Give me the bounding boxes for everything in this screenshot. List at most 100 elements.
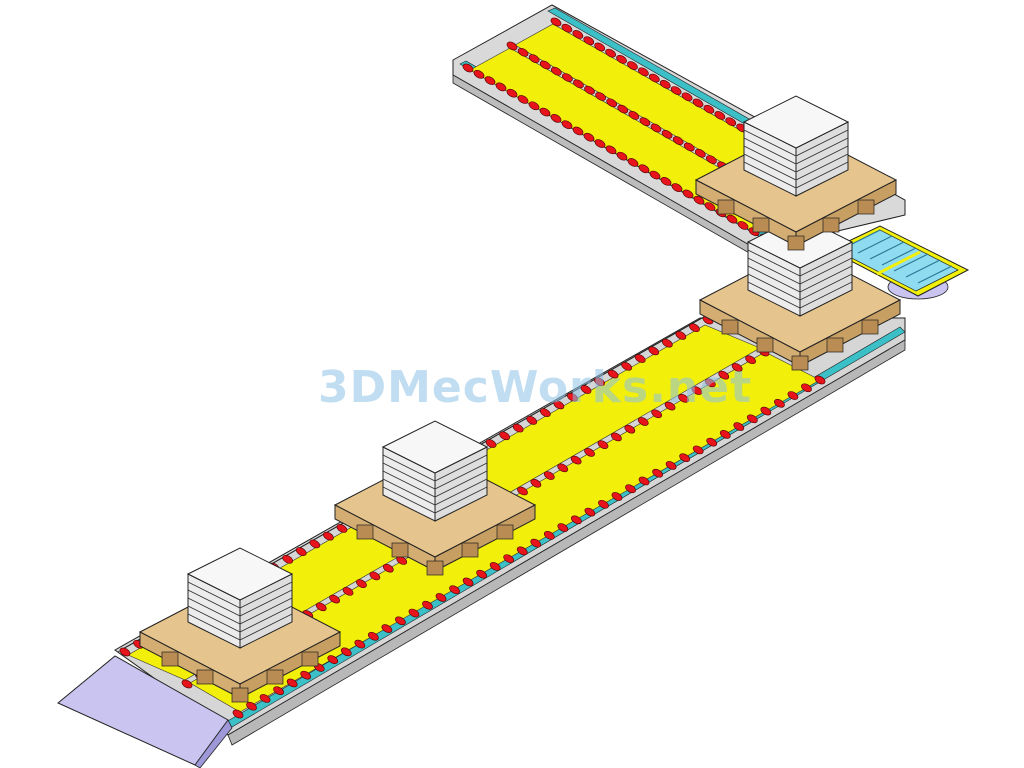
- upper-roller: [484, 76, 496, 85]
- main-roller: [731, 363, 743, 372]
- upper-roller: [616, 55, 627, 64]
- upper-roller: [703, 104, 715, 114]
- box-layer-line: [382, 486, 488, 514]
- box-layer-line: [747, 257, 853, 285]
- main-roller: [462, 577, 474, 587]
- box-layer-line: [743, 161, 849, 189]
- main-roller: [526, 416, 538, 425]
- upper-roller: [550, 17, 562, 27]
- upper-roller: [704, 202, 716, 211]
- main-roller: [652, 468, 663, 478]
- main-roller: [598, 499, 609, 509]
- main-roller: [584, 448, 595, 457]
- main-roller: [625, 484, 636, 494]
- main-roller: [733, 422, 745, 431]
- pallet-block: [756, 337, 774, 353]
- upper-roller: [638, 67, 649, 77]
- transfer-roller: [869, 241, 905, 260]
- main-roller: [691, 386, 703, 395]
- main-roller: [422, 600, 433, 610]
- upper-roller: [572, 30, 584, 39]
- upper-roller: [462, 63, 474, 73]
- main-roller: [746, 414, 758, 424]
- pallet-block: [461, 542, 479, 558]
- main-roller: [499, 431, 510, 441]
- pallet-block: [231, 687, 249, 703]
- main-roller: [801, 383, 812, 393]
- main-roller: [689, 323, 700, 333]
- main-roller: [232, 709, 244, 719]
- pallet-block: [861, 319, 879, 335]
- main-roller: [273, 686, 284, 696]
- upper-roller: [562, 73, 573, 82]
- upper-roller: [606, 98, 618, 108]
- upper-roller: [528, 101, 540, 111]
- main-roller: [661, 338, 673, 348]
- upper-roller: [661, 129, 673, 139]
- main-roller: [745, 355, 756, 365]
- upper-roller: [672, 136, 684, 145]
- box-layer-line: [382, 470, 488, 498]
- main-roller: [530, 478, 542, 488]
- upper-roller: [583, 132, 595, 142]
- main-roller: [594, 377, 605, 387]
- main-roller: [489, 562, 501, 571]
- main-roller: [692, 445, 704, 455]
- upper-roller: [659, 79, 671, 89]
- upper-roller: [737, 221, 749, 230]
- main-roller: [634, 354, 646, 363]
- main-roller: [584, 507, 596, 517]
- upper-roller: [648, 73, 660, 83]
- pallet-block: [752, 217, 770, 233]
- box-stack-top: [742, 95, 850, 149]
- main-roller: [530, 538, 542, 548]
- box-layer-line: [747, 249, 853, 277]
- main-roller: [621, 361, 633, 371]
- upper-roller: [605, 48, 616, 58]
- pallet-load: [694, 95, 898, 251]
- pallet-block: [717, 199, 735, 215]
- upper-roller: [714, 111, 726, 120]
- main-roller: [597, 440, 609, 449]
- upper-roller: [539, 107, 551, 117]
- upper-roller: [681, 92, 693, 102]
- main-roller: [648, 346, 660, 356]
- upper-roller: [561, 120, 573, 129]
- main-roller: [354, 639, 366, 649]
- upper-roller: [671, 183, 683, 192]
- upper-roller: [594, 139, 606, 148]
- box-layer-line: [187, 589, 293, 617]
- box-layer-line: [743, 145, 849, 173]
- main-roller: [396, 556, 408, 565]
- transfer-roller: [893, 253, 929, 272]
- upper-roller: [627, 158, 639, 167]
- upper-roller: [638, 164, 650, 174]
- upper-roller: [506, 88, 518, 98]
- main-roller: [664, 401, 676, 411]
- transfer-roller: [881, 247, 917, 266]
- upper-roller: [594, 42, 606, 52]
- upper-roller: [573, 79, 584, 89]
- main-roller: [259, 694, 271, 703]
- upper-roller: [473, 69, 485, 79]
- box-layer-line: [743, 137, 849, 165]
- main-roller: [719, 430, 731, 439]
- main-roller: [704, 378, 716, 388]
- transfer-roller: [905, 259, 941, 278]
- main-roller: [651, 409, 663, 419]
- box-layer-line: [187, 597, 293, 625]
- box-layer-line: [747, 265, 853, 293]
- main-roller: [327, 655, 339, 664]
- upper-roller: [583, 36, 595, 46]
- main-roller: [571, 515, 582, 525]
- transfer-table: [828, 225, 970, 300]
- upper-roller: [649, 170, 661, 180]
- box-stack-top: [381, 420, 489, 474]
- pallet-block: [721, 319, 739, 335]
- main-roller: [181, 679, 193, 689]
- main-roller: [381, 624, 393, 633]
- upper-roller: [683, 142, 695, 152]
- main-roller: [638, 476, 650, 486]
- main-roller: [329, 594, 340, 604]
